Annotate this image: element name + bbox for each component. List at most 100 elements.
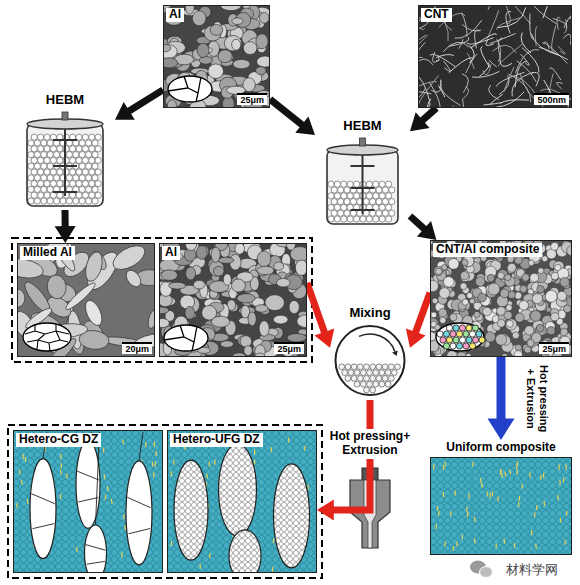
powder-particle [545,290,557,302]
milling-ball [34,175,40,181]
grain-boundary [25,324,69,351]
node-picture [315,118,410,228]
mixing-ball [373,381,379,387]
nanotube-strand [512,72,533,96]
powder-particle [505,319,516,330]
milling-ball [341,204,347,210]
nanotube-mark [480,478,482,483]
powder-particle [255,305,268,313]
powder-particle [257,251,271,267]
nanotube-mark [122,439,124,444]
mixing-ball [379,381,385,387]
grain-cell [476,331,482,337]
milling-ball [54,152,60,158]
nanotube-mark [154,442,156,447]
grain-cell [446,325,452,331]
mixing-drum-outline [336,326,405,395]
milling-ball [95,192,101,198]
powder-particle [555,264,561,270]
powder-particle [488,283,500,295]
milling-ball [73,198,79,204]
grain-cell [466,325,472,331]
powder-particle [159,307,169,314]
milling-ball [354,181,360,187]
milling-ball [70,169,76,175]
nanotube-mark [558,465,560,470]
milling-ball [47,186,53,192]
powder-particle [434,266,443,275]
milling-ball [360,216,366,222]
powder-particle [487,274,494,281]
arrow-shaft [410,216,426,230]
nanotube-mark [273,538,275,543]
milling-ball [379,216,385,222]
milling-ball [331,199,337,205]
powder-particle [167,100,176,108]
grain-cell [472,325,478,331]
arrow-shaft [497,357,506,422]
nanotube-strand [466,54,478,73]
milling-ball [95,134,101,140]
nanotube-strand [532,72,539,86]
grain-inset [436,323,484,351]
nanotube-strand [445,22,452,30]
milling-ball [70,157,76,163]
mill-impeller [53,191,77,193]
ultrafine-grain-zone [229,530,261,573]
powder-particle [431,312,437,318]
microstructure-panel: Hetero-UFG DZ [167,430,317,573]
nanotube-mark [456,542,457,547]
node-picture [167,430,317,573]
node-label: Hetero-UFG DZ [170,433,263,447]
milling-ball [76,181,82,187]
coarse-grain-zone [76,440,100,528]
arrow-shaft [415,293,430,335]
milling-ball [76,169,82,175]
nanotube-mark [486,491,488,496]
nanotube-strand [557,17,560,30]
nanotube-mark [436,524,437,529]
grain-cell [463,343,469,349]
mixing-ball [382,364,388,370]
powder-particle [295,260,307,275]
nanotube-mark [481,483,483,488]
nanotube-strand [430,83,441,107]
grain-cell [443,331,449,337]
nanotube-mark [497,496,498,501]
milling-ball [70,146,76,152]
powder-particle [474,311,480,317]
mixing-ball [348,370,354,376]
mill-impeller [53,165,77,167]
grain-cell [459,325,465,331]
nanotube-mark [123,514,124,519]
nanotube-strand [563,34,571,44]
grain-cell [466,337,472,343]
milling-ball [47,140,53,146]
milling-ball [86,163,92,169]
powder-particle [197,43,209,57]
mixing-ball [367,381,373,387]
nanotube-strand [506,11,511,33]
nanotube-strand [498,38,503,58]
nanotube-strand [496,92,524,107]
nanotube-mark [153,472,155,477]
milling-ball [350,199,356,205]
nanotube-strand [459,39,464,48]
nanotube-strand [497,18,521,30]
milling-ball [31,157,37,163]
milling-ball [366,216,372,222]
mixing-ball [364,364,370,370]
mixing-ball [351,364,357,370]
powder-particle [218,50,232,63]
milling-ball [366,193,372,199]
milling-ball [341,193,347,199]
powder-particle [467,293,473,299]
milling-ball [341,181,347,187]
milling-ball [382,199,388,205]
milling-ball [95,169,101,175]
nanotube-mark [254,460,256,465]
milling-ball [57,169,63,175]
milling-ball [92,152,98,158]
process-arrow [488,357,515,440]
mill-outline [27,124,103,206]
